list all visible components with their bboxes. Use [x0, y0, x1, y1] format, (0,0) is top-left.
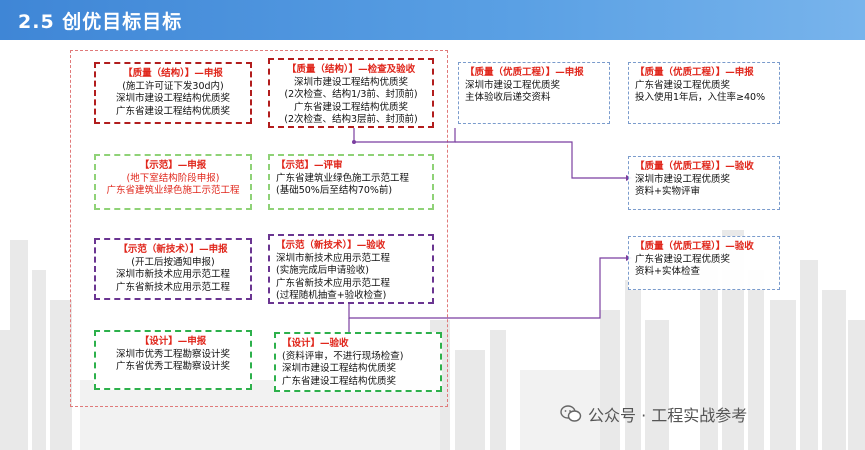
box-title: 【质量（优质工程）】—验收	[635, 241, 754, 252]
box-line: 深圳市优秀工程勘察设计奖	[115, 348, 230, 360]
box-line: 深圳市新技术应用示范工程	[115, 269, 230, 280]
box-quality-structure-apply: 【质量（结构）】—申报 (施工许可证下发30d内) 深圳市建设工程结构优质奖 广…	[94, 62, 252, 124]
box-line: 广东省建设工程结构优质奖	[293, 101, 408, 113]
box-line: (基础50%后至结构70%前)	[276, 185, 393, 196]
box-title: 【设计】—验收	[282, 338, 349, 349]
box-quality-structure-inspect: 【质量（结构）】—检查及验收 深圳市建设工程结构优质奖 (2次检查、结构1/3前…	[268, 58, 434, 128]
box-quality-excellent-apply-guangdong: 【质量（优质工程）】—申报 广东省建设工程优质奖 投入使用1年后，入住率≥40%	[628, 62, 780, 124]
connector-line	[455, 141, 626, 179]
watermark-text: 公众号 · 工程实战参考	[588, 406, 748, 425]
box-demo-apply: 【示范】—申报 (地下室结构阶段申报) 广东省建筑业绿色施工示范工程	[94, 154, 252, 210]
box-line: 主体验收后递交资料	[465, 92, 551, 103]
box-line: 资料+实体检查	[635, 266, 700, 277]
box-line: (过程随机抽查+验收检查)	[276, 290, 387, 301]
box-demo-newtech-accept: 【示范（新技术）】—验收 深圳市新技术应用示范工程 (实施完成后申请验收) 广东…	[268, 234, 434, 304]
box-line: 广东省建设工程结构优质奖	[115, 105, 230, 117]
box-title: 【示范】—评审	[276, 160, 343, 171]
box-line: (2次检查、结构1/3前、封顶前)	[284, 89, 418, 100]
box-title: 【示范】—申报	[139, 160, 207, 171]
box-demo-newtech-apply: 【示范（新技术）】—申报 (开工后按通知申报) 深圳市新技术应用示范工程 广东省…	[94, 238, 252, 300]
box-line: 深圳市建设工程结构优质奖	[115, 93, 230, 104]
box-title: 【质量（结构）】—检查及验收	[286, 64, 416, 75]
box-line: (施工许可证下发30d内)	[122, 80, 224, 92]
box-title: 【示范（新技术）】—申报	[118, 244, 228, 255]
box-line: 广东省建设工程结构优质奖	[282, 375, 397, 387]
box-line: (2次检查、结构3层前、封顶前)	[284, 114, 418, 125]
box-line: (开工后按通知申报)	[131, 256, 215, 268]
watermark: 公众号 · 工程实战参考	[560, 402, 747, 426]
box-line: (资料评审，不进行现场检查)	[282, 350, 404, 362]
box-line: (实施完成后申请验收)	[276, 265, 369, 276]
application-stage-frame	[70, 50, 448, 407]
box-line: 广东省建设工程优质奖	[635, 253, 731, 265]
box-line: 广东省优秀工程勘察设计奖	[115, 361, 230, 372]
box-title: 【质量（优质工程）】—申报	[465, 67, 584, 78]
box-line: 投入使用1年后，入住率≥40%	[635, 92, 766, 103]
box-line: 广东省建筑业绿色施工示范工程	[106, 185, 240, 196]
box-line: 深圳市建设工程优质奖	[465, 79, 561, 91]
box-line: (地下室结构阶段申报)	[126, 172, 220, 184]
box-line: 深圳市建设工程优质奖	[635, 173, 731, 185]
box-line: 广东省新技术应用示范工程	[115, 281, 230, 293]
box-line: 深圳市建设工程结构优质奖	[293, 76, 408, 88]
page-title: 2.5 创优目标目标	[18, 11, 183, 33]
box-title: 【设计】—申报	[139, 336, 207, 347]
box-title: 【示范（新技术）】—验收	[276, 240, 386, 251]
box-line: 广东省建设工程优质奖	[635, 79, 731, 91]
header-bar: 2.5 创优目标目标	[0, 0, 865, 40]
box-line: 深圳市建设工程结构优质奖	[282, 363, 397, 374]
box-demo-review: 【示范】—评审 广东省建筑业绿色施工示范工程 (基础50%后至结构70%前)	[268, 154, 434, 210]
box-title: 【质量（优质工程）】—验收	[635, 161, 754, 172]
box-title: 【质量（优质工程）】—申报	[635, 67, 754, 78]
box-quality-excellent-accept-shenzhen: 【质量（优质工程）】—验收 深圳市建设工程优质奖 资料+实物评审	[628, 156, 780, 210]
box-quality-excellent-apply-shenzhen: 【质量（优质工程）】—申报 深圳市建设工程优质奖 主体验收后递交资料	[458, 62, 610, 124]
box-title: 【质量（结构）】—申报	[123, 68, 223, 79]
box-design-apply: 【设计】—申报 深圳市优秀工程勘察设计奖 广东省优秀工程勘察设计奖	[94, 330, 252, 390]
city-skyline-background	[0, 230, 865, 450]
box-quality-excellent-accept-guangdong: 【质量（优质工程）】—验收 广东省建设工程优质奖 资料+实体检查	[628, 236, 780, 290]
box-line: 资料+实物评审	[635, 186, 700, 197]
box-line: 广东省建筑业绿色施工示范工程	[276, 172, 410, 184]
box-design-accept: 【设计】—验收 (资料评审，不进行现场检查) 深圳市建设工程结构优质奖 广东省建…	[274, 332, 442, 392]
wechat-icon	[560, 405, 582, 422]
box-line: 广东省新技术应用示范工程	[276, 277, 391, 289]
box-line: 深圳市新技术应用示范工程	[276, 252, 391, 264]
